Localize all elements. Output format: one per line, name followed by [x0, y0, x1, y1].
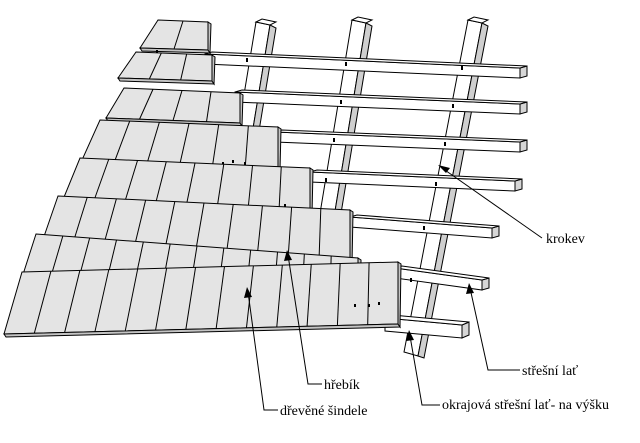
shingle-course	[3, 261, 402, 338]
shingle	[185, 162, 196, 208]
shingle	[64, 270, 81, 333]
nail	[232, 160, 234, 163]
batten-nail-marks	[246, 58, 463, 282]
label-stresni-lat: střešní lať	[522, 364, 578, 379]
nail	[354, 304, 356, 307]
nail	[244, 162, 246, 165]
arrow-stresni-lat	[466, 283, 474, 294]
shingle-end	[211, 54, 216, 86]
leader-hrebik	[287, 254, 322, 385]
shingle	[94, 269, 110, 332]
shingle	[173, 20, 184, 50]
label-okrajova-lat: okrajová střešní lať- na výšku	[442, 398, 609, 413]
shingle	[247, 165, 253, 210]
arrow-hrebik	[284, 250, 292, 261]
nail	[284, 204, 286, 207]
shingle	[216, 164, 225, 209]
batten-2	[234, 89, 528, 115]
nail	[222, 162, 224, 165]
nail	[156, 50, 158, 53]
shingle	[180, 53, 188, 81]
batten-6	[394, 265, 490, 291]
batten-4	[309, 169, 523, 192]
leader-lines	[247, 167, 543, 411]
shingle	[185, 267, 197, 330]
shingle	[225, 204, 234, 257]
leader-okrajova-lat	[409, 335, 440, 406]
shingle	[278, 166, 282, 211]
shingle	[318, 208, 322, 261]
shingle-course-base	[105, 87, 241, 124]
leader-arrowheads	[244, 165, 474, 341]
shingle	[146, 122, 160, 163]
shingle-rows	[3, 19, 402, 338]
shingle	[256, 205, 263, 258]
nail	[368, 304, 370, 307]
arrow-krokev	[438, 165, 450, 173]
shingle-end	[397, 261, 402, 329]
shingle-course	[139, 19, 212, 55]
shingle	[287, 207, 293, 260]
label-krokev: krokev	[546, 232, 585, 247]
shingle	[276, 265, 283, 328]
leader-stresni-lat	[469, 287, 520, 371]
shingle	[92, 159, 110, 204]
shingle	[244, 125, 249, 166]
shingle	[124, 268, 139, 332]
shingle	[336, 263, 341, 326]
shingle	[306, 264, 312, 327]
shingle-course	[105, 87, 244, 128]
battens	[204, 51, 528, 339]
shingle	[155, 268, 168, 331]
nail	[378, 302, 380, 305]
label-hrebik: hřebík	[324, 378, 360, 393]
leader-krokev	[441, 167, 543, 239]
shingle	[206, 91, 212, 122]
shingle	[139, 89, 154, 120]
shingle	[212, 124, 220, 165]
shingle	[33, 271, 52, 334]
shingle-course-base	[139, 19, 209, 51]
shingle	[215, 266, 225, 329]
leader-dreve-sindele	[247, 291, 278, 411]
label-dreve-sindele: dřevěné šindele	[280, 404, 367, 419]
shingle-end	[207, 21, 212, 55]
arrow-dreve-sindele	[244, 287, 252, 298]
shingle-course-base	[117, 51, 213, 82]
shingle	[148, 52, 162, 80]
shingle-course	[117, 51, 216, 86]
batten-3	[274, 129, 528, 153]
shingle-end	[349, 209, 354, 267]
shingle	[123, 160, 138, 205]
shingle	[114, 120, 131, 162]
shingle	[367, 262, 370, 325]
shingle	[179, 123, 190, 164]
shingle-end	[277, 126, 282, 172]
shingle-end	[239, 92, 244, 128]
arrow-okrajova-lat	[406, 330, 414, 341]
shingle	[172, 90, 183, 121]
shingle	[154, 161, 167, 206]
